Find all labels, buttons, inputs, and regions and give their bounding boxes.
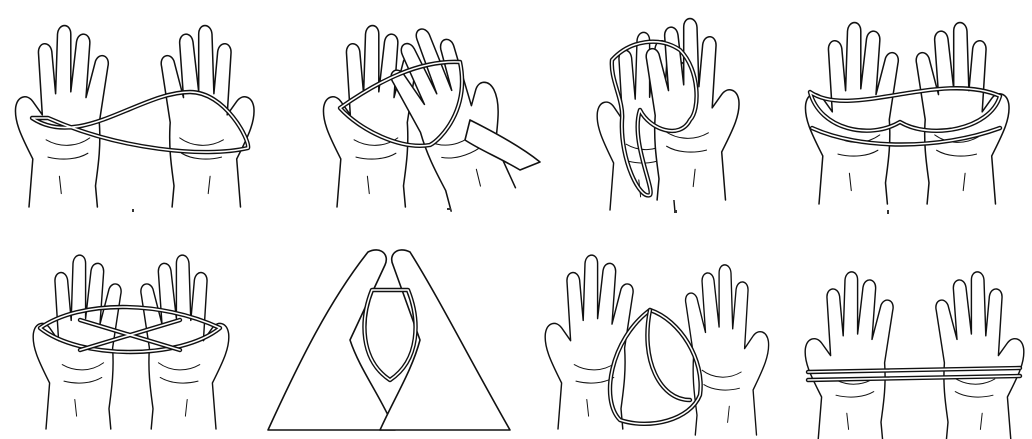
step-5-illustration: [33, 255, 229, 429]
step-1-illustration: [15, 26, 254, 212]
speck: [674, 210, 677, 213]
step-3-illustration: [597, 19, 739, 213]
step-4-illustration: [805, 23, 1009, 214]
step-7-illustration: [545, 255, 768, 435]
step-8-illustration: [805, 272, 1024, 439]
speck: [887, 210, 889, 214]
speck: [447, 208, 451, 210]
speck: [132, 209, 134, 212]
step-2-illustration: [323, 13, 540, 215]
step-6-illustration: [268, 250, 510, 430]
